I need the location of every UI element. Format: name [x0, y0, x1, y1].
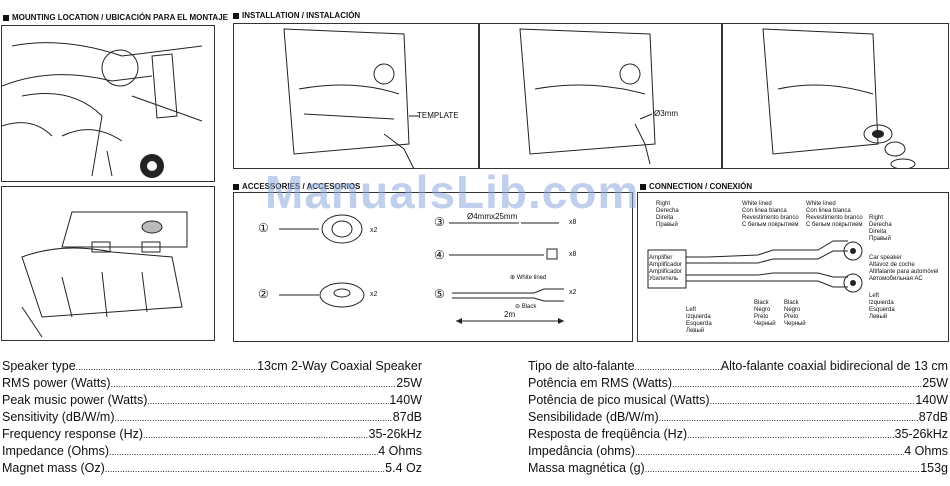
mounting-rear-deck-figure	[1, 186, 215, 341]
installation-step3-figure	[722, 23, 949, 169]
accessory-1-number: ①	[258, 221, 269, 235]
template-label: TEMPLATE	[417, 111, 459, 120]
door-template-illustration	[283, 28, 419, 168]
door-speaker-exploded-illustration	[762, 28, 916, 168]
accessory-3-qty: x8	[569, 219, 577, 226]
spec-row: Sensitivity (dB/W/m)87dB	[2, 409, 422, 426]
bullet-square-icon	[233, 183, 239, 190]
installation-header-text: INSTALLATION / INSTALACIÓN	[242, 11, 361, 20]
spec-row: RMS power (Watts)25W	[2, 375, 422, 392]
spec-row: Potência de pico musical (Watts)140W	[528, 392, 948, 409]
installation-step2-figure: Ø3mm	[479, 23, 722, 169]
spec-row: Impedância (ohms)4 Ohms	[528, 443, 948, 460]
spec-row: Massa magnética (g)153g	[528, 460, 948, 477]
bullet-square-icon	[640, 183, 646, 190]
installation-header: INSTALLATION / INSTALACIÓN	[233, 11, 360, 20]
spec-row: Potência em RMS (Watts)25W	[528, 375, 948, 392]
white-lined-label: ⊕ White lined	[510, 275, 547, 281]
connection-header-text: CONNECTION / CONEXIÓN	[649, 182, 753, 191]
wiring-diagram	[647, 240, 863, 293]
accessory-4-qty: x8	[569, 251, 577, 258]
accessory-1-qty: x2	[370, 227, 378, 234]
accessories-illustration	[279, 214, 564, 324]
specs-portuguese: Tipo de alto-falanteAlto-falante coaxial…	[528, 358, 948, 477]
accessory-3-number: ③	[434, 215, 445, 229]
accessory-2-number: ②	[258, 287, 269, 301]
spec-row: Tipo de alto-falanteAlto-falante coaxial…	[528, 358, 948, 375]
black-label: ⊖ Black	[515, 304, 537, 310]
connection-header: CONNECTION / CONEXIÓN	[640, 182, 752, 191]
accessories-figure: ① x2 ② x2 ③ Ø4mmx25mm x8 ④ x8 ⑤ x2 ⊕ Whi…	[233, 192, 633, 342]
accessory-2-qty: x2	[370, 291, 378, 298]
spec-row: Impedance (Ohms)4 Ohms	[2, 443, 422, 460]
spec-row: Speaker type13cm 2-Way Coaxial Speaker	[2, 358, 422, 375]
bullet-square-icon	[3, 14, 9, 21]
accessories-header: ACCESSORIES / ACCESORIOS	[233, 182, 360, 191]
installation-step1-figure: TEMPLATE	[233, 23, 479, 169]
accessory-5-qty: x2	[569, 289, 577, 296]
mounting-header-text: MOUNTING LOCATION / UBICACIÓN PARA EL MO…	[12, 13, 228, 22]
spec-row: Magnet mass (Oz)5.4 Oz	[2, 460, 422, 477]
mounting-front-door-figure	[1, 25, 215, 182]
spec-row: Sensibilidade (dB/W/m)87dB	[528, 409, 948, 426]
door-drill-illustration	[519, 28, 656, 165]
watermark-text: ManualsLib.com	[265, 166, 640, 218]
cable-length-label: 2m	[504, 310, 516, 319]
mounting-header: MOUNTING LOCATION / UBICACIÓN PARA EL MO…	[3, 13, 228, 22]
specs-english: Speaker type13cm 2-Way Coaxial Speaker R…	[2, 358, 422, 477]
car-front-interior-illustration	[2, 42, 203, 178]
spec-row: Frequency response (Hz)35-26kHz	[2, 426, 422, 443]
bullet-square-icon	[233, 12, 239, 19]
accessory-4-number: ④	[434, 248, 445, 262]
accessory-5-number: ⑤	[434, 287, 445, 301]
accessories-header-text: ACCESSORIES / ACCESORIOS	[242, 182, 361, 191]
spec-row: Peak music power (Watts)140W	[2, 392, 422, 409]
spec-row: Resposta de freqüência (Hz)35-26kHz	[528, 426, 948, 443]
car-rear-interior-illustration	[21, 211, 188, 338]
drill-size-label: Ø3mm	[654, 109, 678, 118]
screw-size-label: Ø4mmx25mm	[467, 212, 518, 221]
